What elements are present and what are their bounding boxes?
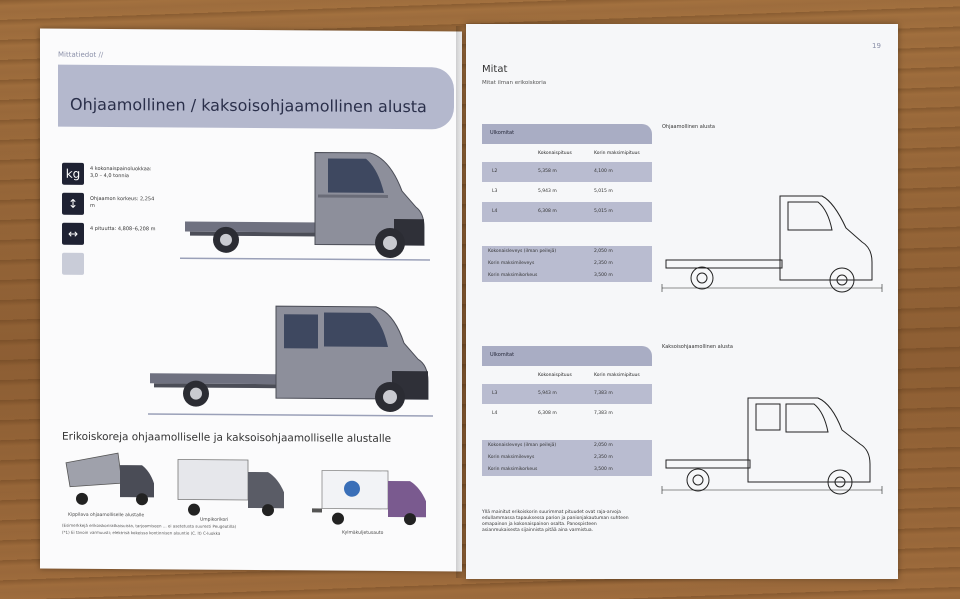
right-title: Mitat (482, 64, 508, 75)
spec-weight-text: 4 kokonaispainoluokkaa: 3,0 – 4,0 tonnia (90, 165, 152, 180)
extra-label: Kokonaisleveys (ilman peilejä) (488, 443, 557, 448)
right-page: 19 Mitat Mitat ilman erikoiskoria Ulkomi… (466, 24, 898, 579)
page-title: Ohjaamollinen / kaksoisohjaamollinen alu… (70, 94, 427, 117)
double-cab-line-drawing (661, 397, 883, 495)
extra-label: Korin maksimikorkeus (488, 467, 538, 472)
diagram-single-cab-label: Ohjaamollinen alusta (662, 124, 715, 130)
extra-label: Kokonaisleveys (ilman peilejä) (488, 249, 557, 254)
fine-print-1: (Esimerkkejä erikoiskoriratkaisuista, ta… (62, 522, 237, 529)
box-icon (62, 252, 84, 275)
row-max-body-length: 5,015 m (594, 189, 613, 194)
tipper-van-illustration (65, 452, 154, 506)
title-banner: Ohjaamollinen / kaksoisohjaamollinen alu… (58, 64, 454, 130)
caption-refrigerated: Kylmäkuljetusauto (342, 530, 384, 536)
length-arrow-icon: ↔ (62, 222, 84, 245)
width-height-box-1: Kokonaisleveys (ilman peilejä) 2,050 m Ko… (482, 246, 652, 282)
table-columns: Kokonaispituus Korin maksimipituus (482, 366, 652, 384)
list-item: Kokonaisleveys (ilman peilejä) 2,050 m (482, 246, 652, 258)
caption-box-van: Umpikorikori (200, 517, 229, 523)
page-header: Mittatiedot // (58, 50, 104, 59)
col-total-length: Kokonaispituus (538, 151, 572, 156)
extra-label: Korin maksimileveys (488, 261, 535, 266)
box-van-illustration (177, 459, 284, 517)
col-max-body-length: Korin maksimipituus (594, 151, 640, 156)
dimensions-table-double-cab: Ulkomitat Kokonaispituus Korin maksimipi… (482, 346, 652, 424)
single-cab-line-drawing (661, 195, 883, 293)
fine-print-2: (*1) Ei tavoin varmuusti; elektrisä koke… (62, 529, 221, 536)
row-label: L2 (492, 169, 498, 174)
extra-value: 2,050 m (594, 443, 613, 448)
table-header: Ulkomitat (482, 124, 652, 144)
extra-label: Korin maksimileveys (488, 455, 535, 460)
list-item: Korin maksimileveys 2,350 m (482, 258, 652, 270)
row-total-length: 6,308 m (538, 411, 557, 416)
list-item: Korin maksimikorkeus 3,500 m (482, 464, 652, 476)
extra-value: 3,500 m (594, 273, 613, 278)
extra-value: 2,350 m (594, 455, 613, 460)
caption-tipper: Kippilava ohjaamolliselle alustalle (68, 512, 145, 519)
col-max-body-length: Korin maksimipituus (594, 373, 640, 378)
extra-value: 2,350 m (594, 261, 613, 266)
spec-length-text: 4 pituutta: 4,808–6,208 m (90, 225, 156, 233)
row-label: L4 (492, 411, 498, 416)
spec-height-text: Ohjaamon korkeus: 2,254 m (90, 195, 155, 209)
table-row: L4 6,308 m 5,015 m (482, 202, 652, 222)
row-total-length: 6,308 m (538, 209, 557, 214)
page-number: 19 (872, 42, 881, 50)
single-cab-chassis-illustration (180, 151, 430, 261)
extra-value: 2,050 m (594, 249, 613, 254)
extra-value: 3,500 m (594, 467, 613, 472)
row-max-body-length: 5,015 m (594, 209, 613, 214)
row-max-body-length: 7,383 m (594, 391, 613, 396)
list-item: Kokonaisleveys (ilman peilejä) 2,050 m (482, 440, 652, 452)
extra-label: Korin maksimikorkeus (488, 273, 538, 278)
right-subtitle: Mitat ilman erikoiskoria (482, 80, 547, 86)
row-label: L3 (492, 189, 498, 194)
width-height-box-2: Kokonaisleveys (ilman peilejä) 2,050 m Ko… (482, 440, 652, 476)
row-label: L3 (492, 391, 498, 396)
list-item: Korin maksimikorkeus 3,500 m (482, 270, 652, 282)
row-max-body-length: 4,100 m (594, 169, 613, 174)
row-total-length: 5,358 m (538, 169, 557, 174)
row-total-length: 5,943 m (538, 189, 557, 194)
table-columns: Kokonaispituus Korin maksimipituus (482, 144, 652, 162)
diagram-double-cab-label: Kaksoisohjaamollinen alusta (662, 344, 733, 350)
table-row: L2 5,358 m 4,100 m (482, 162, 652, 182)
left-page: Mittatiedot // Ohjaamollinen / kaksoisoh… (40, 28, 462, 572)
refrigerated-van-illustration (312, 470, 426, 526)
footnote: Yllä mainitut erikoiskorin suurimmat pit… (482, 510, 629, 533)
col-total-length: Kokonaispituus (538, 373, 572, 378)
table-row: L4 6,308 m 7,383 m (482, 404, 652, 424)
height-arrow-icon: ↕ (62, 192, 84, 215)
row-max-body-length: 7,383 m (594, 411, 613, 416)
row-label: L4 (492, 209, 498, 214)
dimensions-table-single-cab: Ulkomitat Kokonaispituus Korin maksimipi… (482, 124, 652, 222)
double-cab-chassis-illustration (148, 305, 433, 417)
row-total-length: 5,943 m (538, 391, 557, 396)
table-header: Ulkomitat (482, 346, 652, 366)
list-item: Korin maksimileveys 2,350 m (482, 452, 652, 464)
table-row: L3 5,943 m 7,383 m (482, 384, 652, 404)
special-bodies-heading: Erikoiskoreja ohjaamolliselle ja kaksois… (62, 430, 392, 445)
table-row: L3 5,943 m 5,015 m (482, 182, 652, 202)
weight-icon: kg (62, 162, 84, 185)
